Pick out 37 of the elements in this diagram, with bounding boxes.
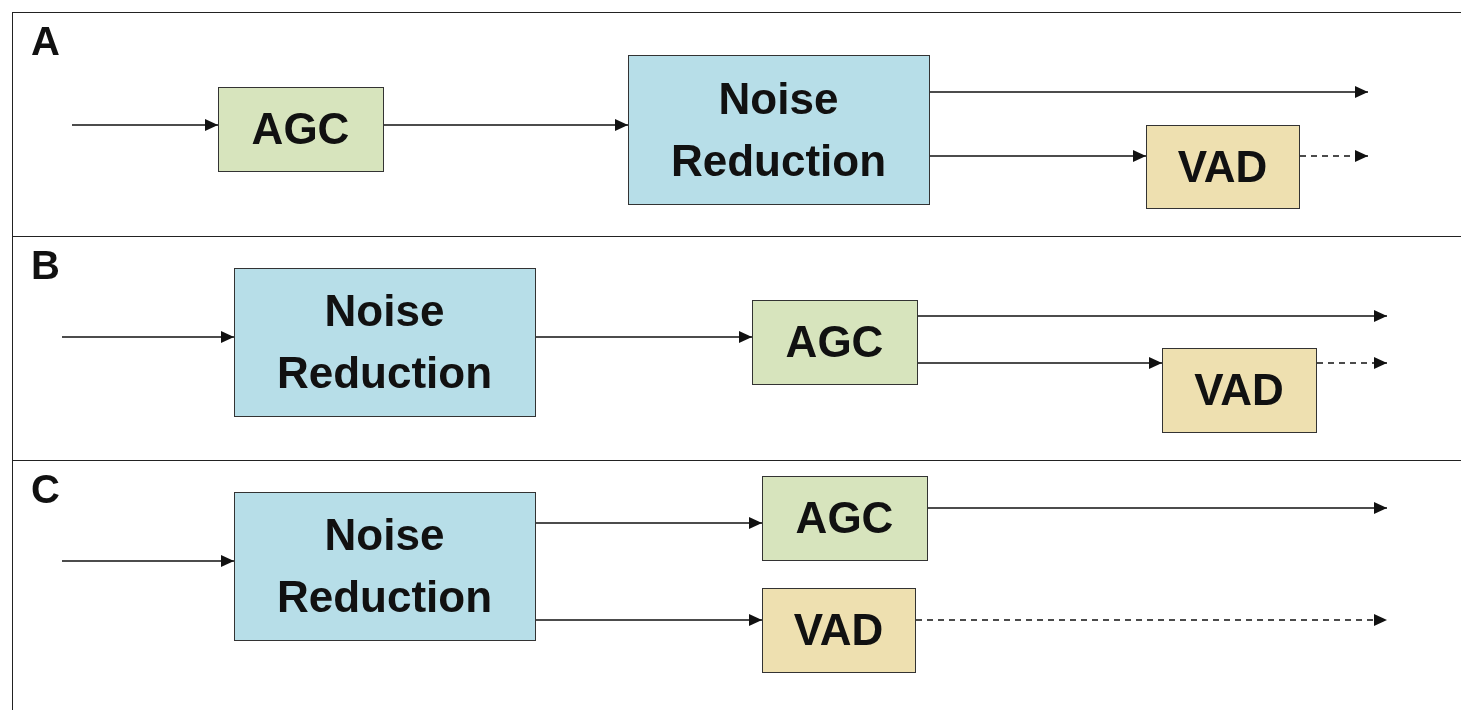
- arrow: [383, 119, 629, 131]
- process-box: [217, 86, 384, 172]
- process-box: [233, 491, 536, 641]
- panel-letter: C: [31, 467, 60, 512]
- box-label: Noise Reduction: [275, 509, 494, 623]
- box-label: AGC: [795, 492, 894, 545]
- process-box: [761, 475, 928, 561]
- arrow: [1299, 150, 1369, 162]
- box-label: VAD: [793, 604, 884, 657]
- box-label: AGC: [785, 316, 884, 369]
- arrow: [1316, 357, 1388, 369]
- arrow: [929, 86, 1369, 98]
- arrow: [71, 119, 219, 131]
- arrow: [535, 517, 763, 529]
- arrow: [917, 357, 1163, 369]
- arrow: [535, 331, 753, 343]
- box-label: AGC: [251, 103, 350, 156]
- box-label: VAD: [1177, 140, 1268, 193]
- process-box: [1145, 124, 1300, 209]
- process-box: [233, 267, 536, 417]
- process-box: [761, 587, 916, 673]
- arrow: [915, 614, 1388, 626]
- box-label: VAD: [1194, 364, 1284, 417]
- process-box: [627, 54, 930, 205]
- panel-band: [12, 12, 1461, 237]
- panel-letter: A: [31, 19, 60, 64]
- panel-letter: B: [31, 243, 60, 288]
- arrow: [929, 150, 1147, 162]
- box-label: Noise Reduction: [669, 72, 888, 187]
- arrow: [61, 555, 235, 567]
- arrow: [917, 310, 1388, 322]
- arrow: [927, 502, 1388, 514]
- arrow: [535, 614, 763, 626]
- box-label: Noise Reduction: [275, 285, 494, 399]
- process-box: [1161, 347, 1317, 433]
- process-box: [751, 299, 918, 385]
- arrow: [61, 331, 235, 343]
